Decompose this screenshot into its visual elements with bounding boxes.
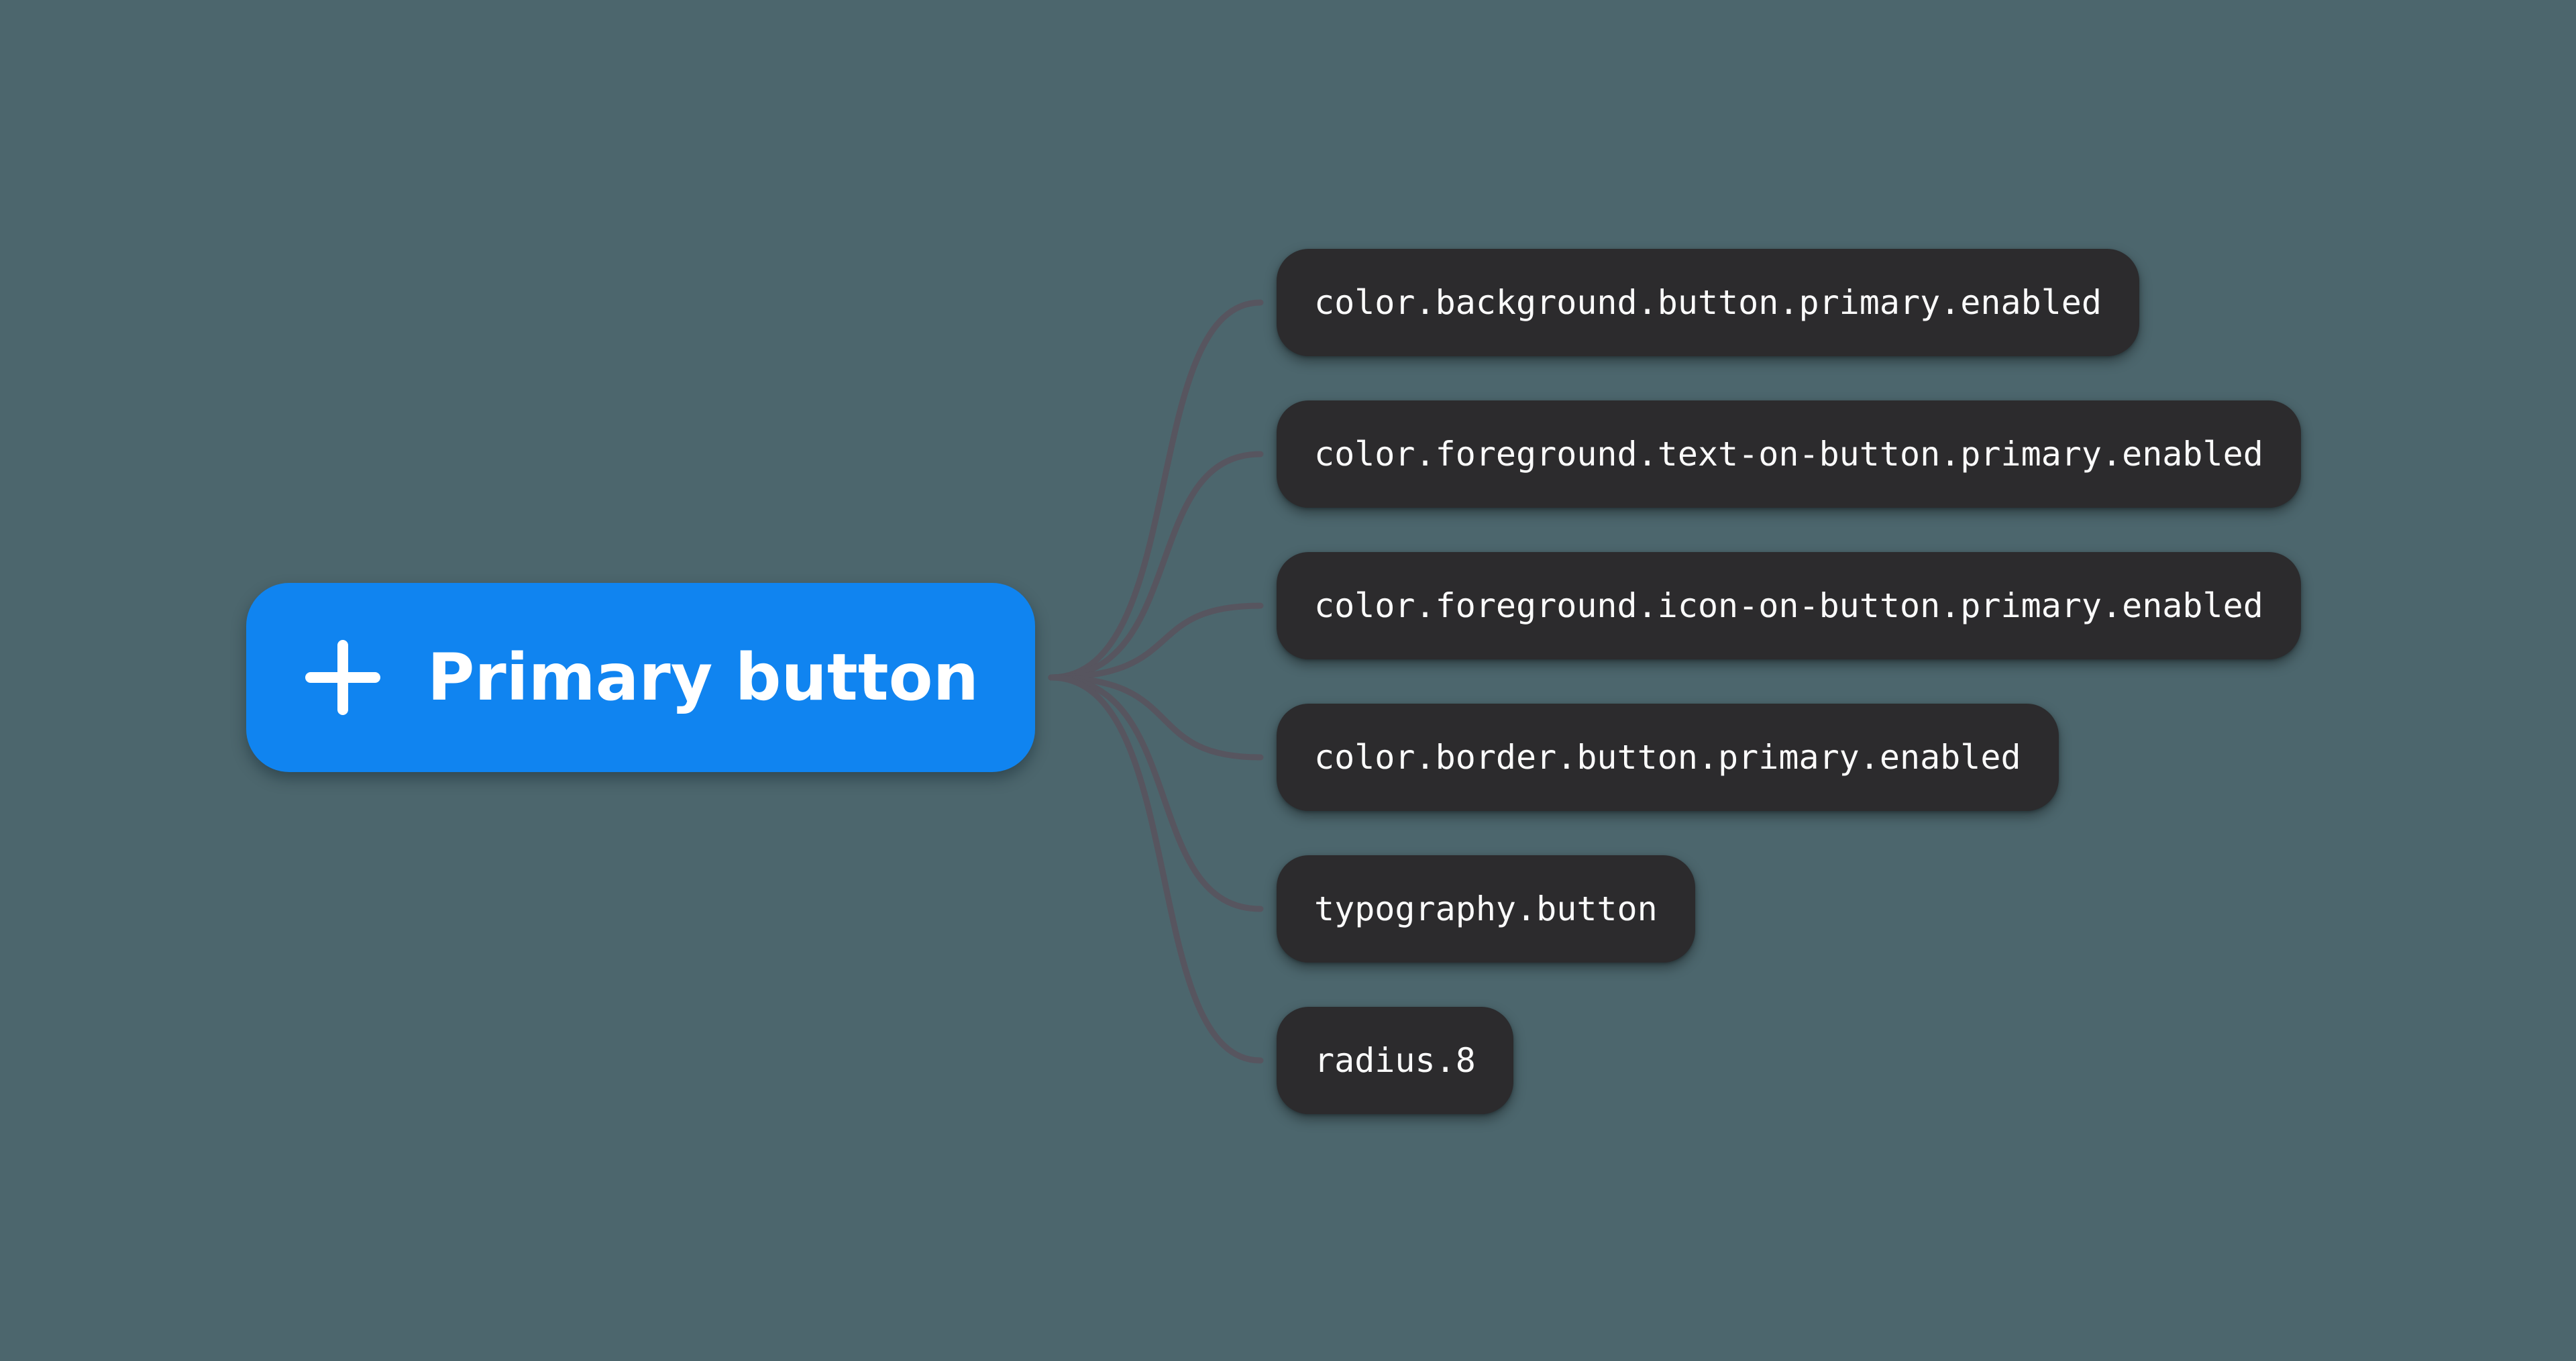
token-label: color.foreground.text-on-button.primary.… [1314,435,2263,474]
token-node-typography[interactable]: typography.button [1277,855,1695,963]
token-node-text-color[interactable]: color.foreground.text-on-button.primary.… [1277,400,2301,508]
root-node-primary-button[interactable]: Primary button [246,583,1035,772]
token-node-radius[interactable]: radius.8 [1277,1007,1513,1114]
root-node-label: Primary button [427,640,979,715]
token-label: typography.button [1314,889,1658,928]
plus-icon [303,637,383,718]
token-label: color.foreground.icon-on-button.primary.… [1314,586,2263,625]
token-label: radius.8 [1314,1041,1476,1080]
token-node-icon-color[interactable]: color.foreground.icon-on-button.primary.… [1277,552,2301,659]
token-label: color.border.button.primary.enabled [1314,738,2021,777]
token-node-border-color[interactable]: color.border.button.primary.enabled [1277,704,2059,811]
token-pill-column: color.background.button.primary.enabled … [1277,249,2301,1114]
token-label: color.background.button.primary.enabled [1314,283,2102,322]
token-node-background-color[interactable]: color.background.button.primary.enabled [1277,249,2139,356]
